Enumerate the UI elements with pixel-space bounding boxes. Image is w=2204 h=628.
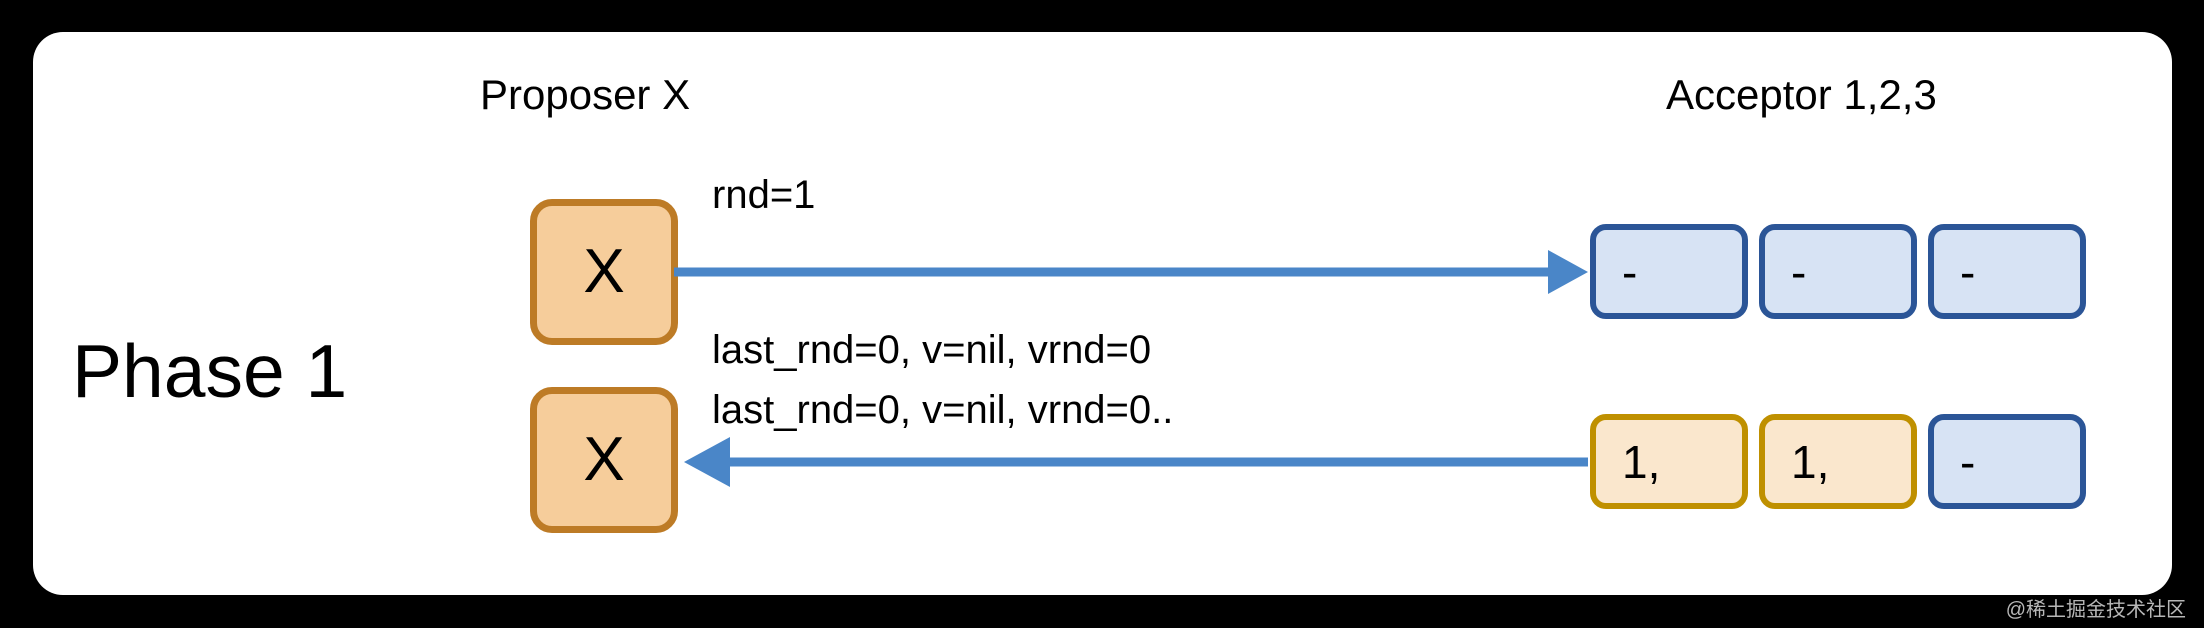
proposer-box-label: X	[583, 425, 625, 494]
acceptor-box-label: -	[1791, 245, 1807, 298]
acceptor-box-label: -	[1960, 245, 1976, 298]
acceptor-box-bottom-1: 1,	[1590, 414, 1748, 509]
acceptor-box-label: -	[1622, 245, 1638, 298]
acceptor-box-label: 1,	[1622, 435, 1661, 488]
proposer-box-request: X	[530, 199, 678, 345]
acceptor-box-bottom-2: 1,	[1759, 414, 1917, 509]
acceptor-box-top-3: -	[1928, 224, 2086, 319]
acceptor-box-bottom-3: -	[1928, 414, 2086, 509]
phase-title: Phase 1	[72, 329, 348, 413]
message-label-reply-line-2: last_rnd=0, v=nil, vrnd=0..	[712, 388, 1174, 432]
message-label-request: rnd=1	[712, 173, 816, 217]
acceptor-box-label: -	[1960, 435, 1976, 488]
watermark: @稀土掘金技术社区	[2005, 599, 2186, 621]
acceptor-box-top-2: -	[1759, 224, 1917, 319]
column-header-proposer: Proposer X	[480, 71, 691, 118]
acceptor-box-label: 1,	[1791, 435, 1830, 488]
acceptor-box-top-1: -	[1590, 224, 1748, 319]
proposer-box-label: X	[583, 237, 625, 306]
column-header-acceptor: Acceptor 1,2,3	[1666, 71, 1937, 118]
message-label-reply-line-1: last_rnd=0, v=nil, vrnd=0	[712, 328, 1152, 372]
proposer-box-reply: X	[530, 387, 678, 533]
